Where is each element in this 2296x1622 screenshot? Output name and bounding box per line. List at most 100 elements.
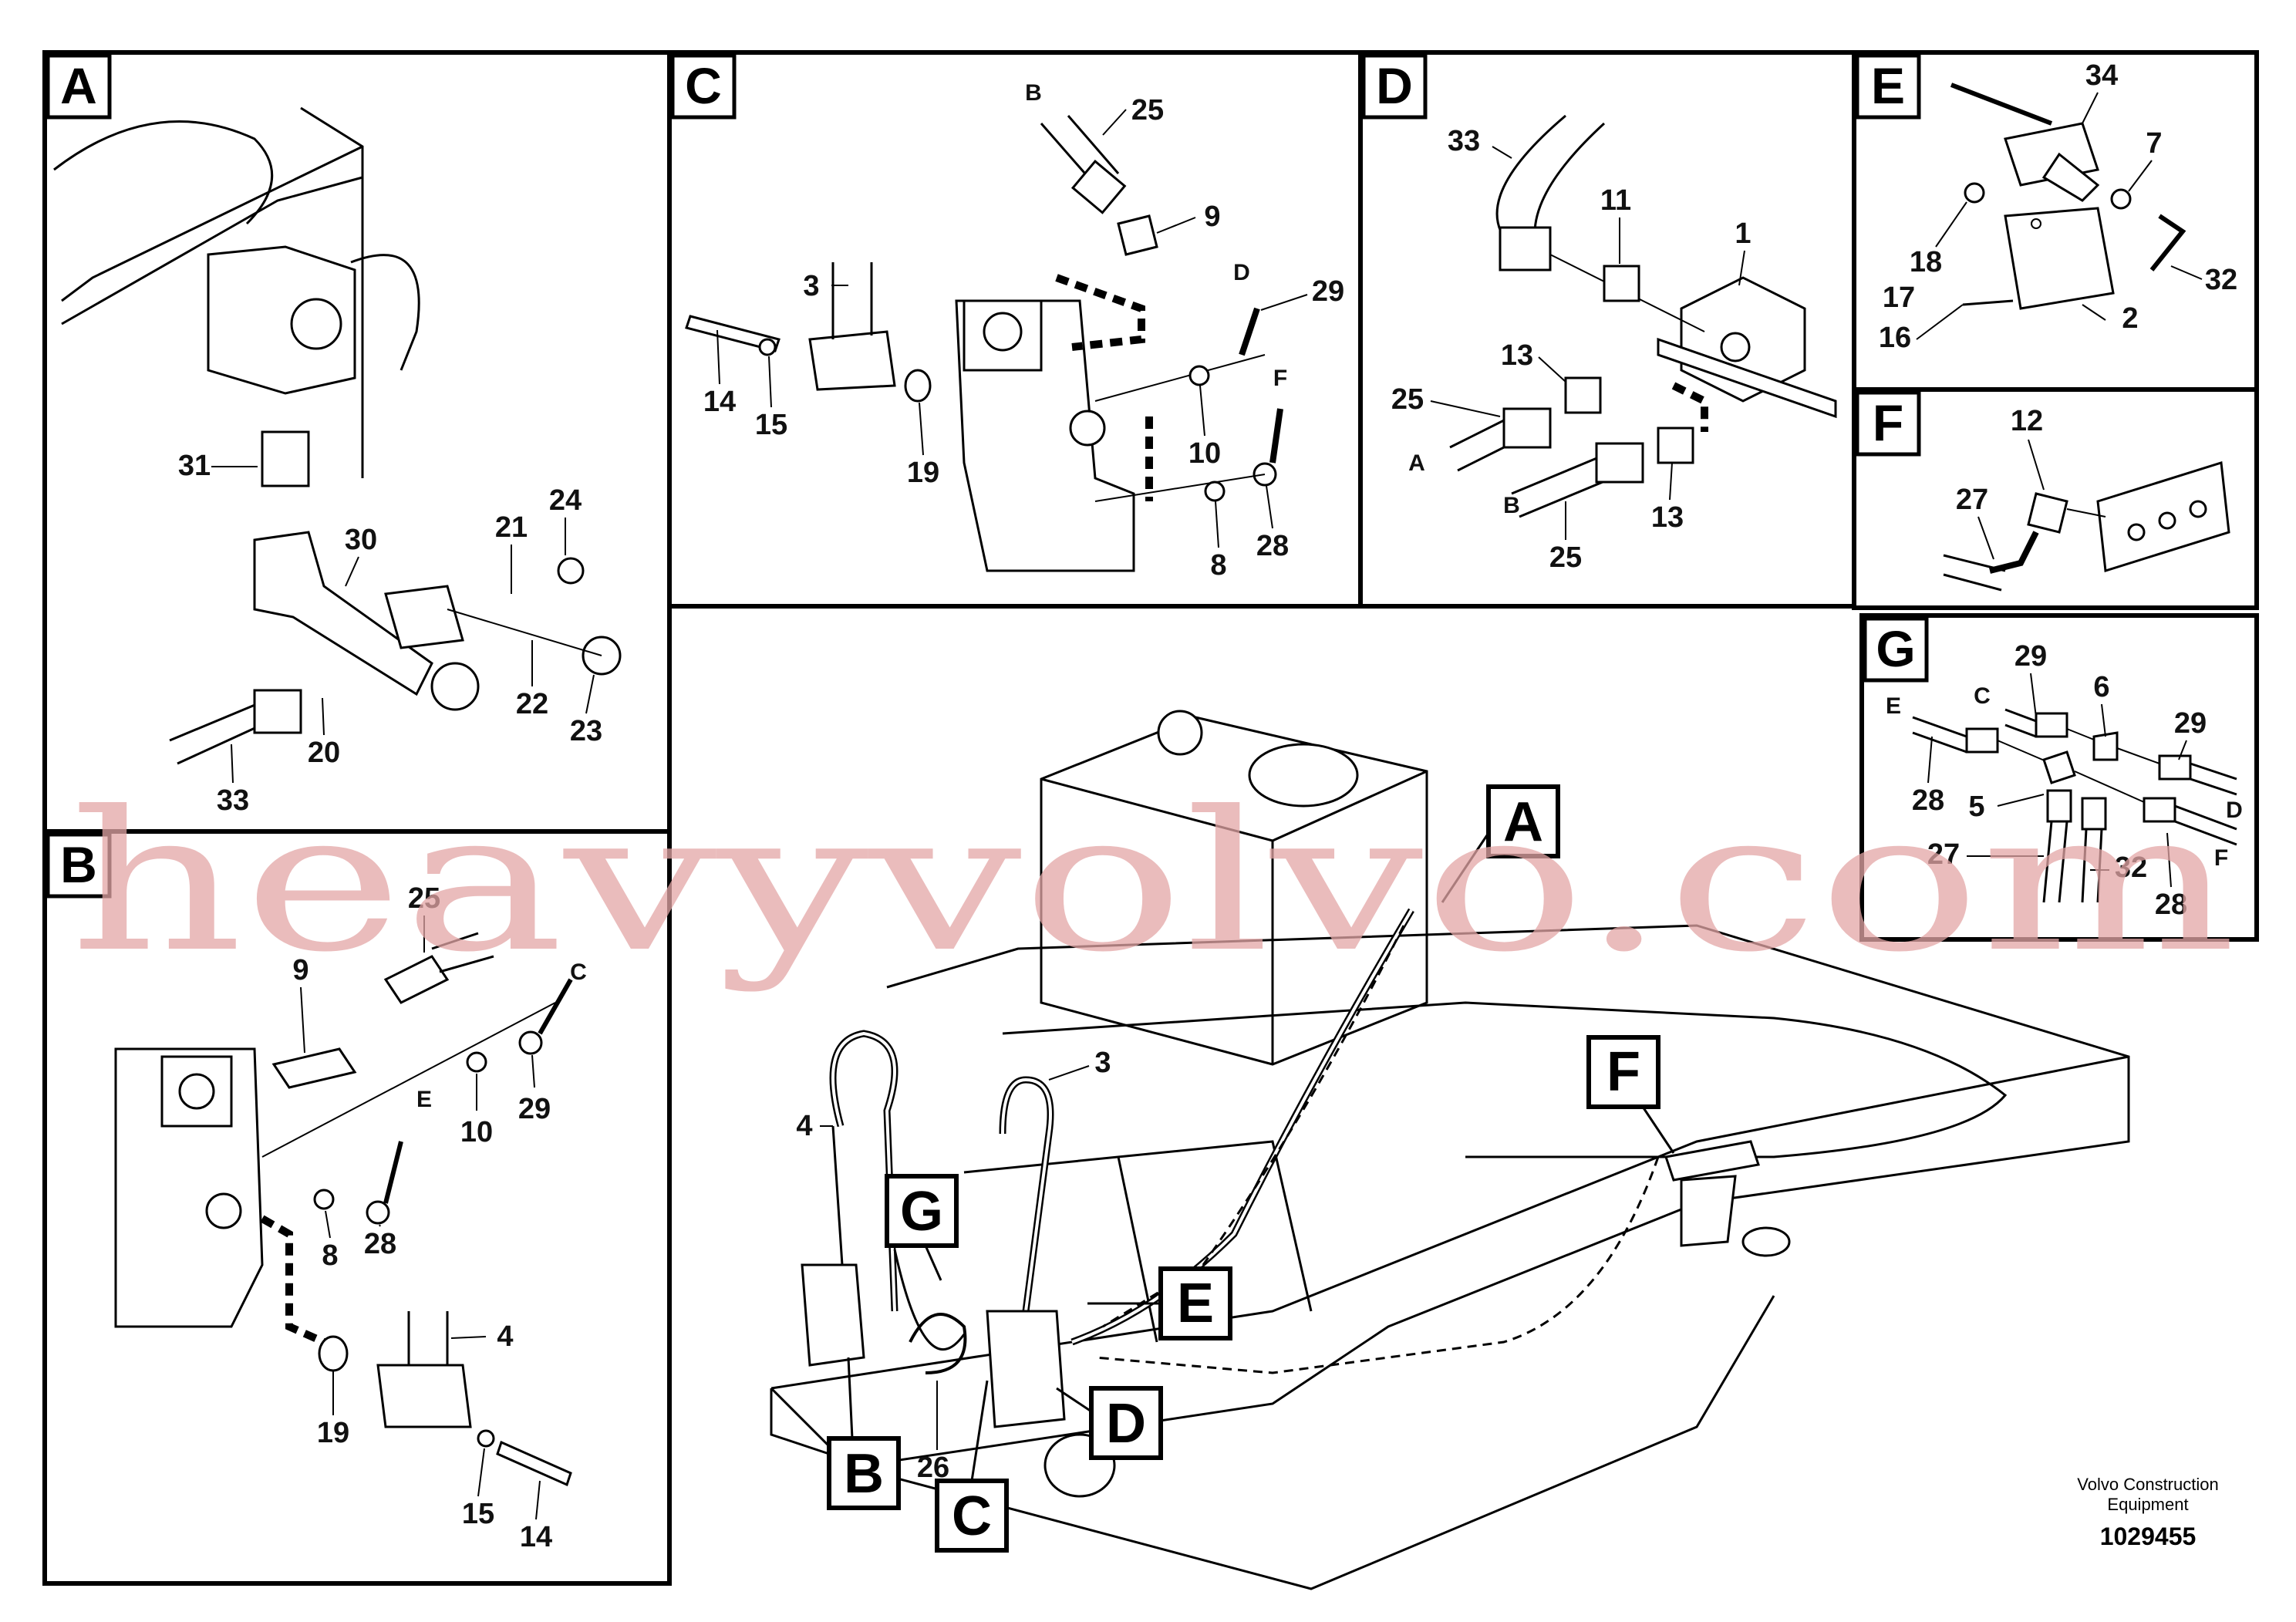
callout-letter: B	[844, 1443, 884, 1505]
part-label: 10	[460, 1116, 493, 1148]
part-label: 30	[345, 524, 377, 556]
part-label: 27	[1927, 838, 1960, 871]
panel-a-labels: 31 30 21 24 22 23 20 33	[178, 450, 602, 817]
part-label: 3	[1094, 1047, 1111, 1079]
part-label: 29	[518, 1093, 551, 1125]
panel-c-labels: B 25 9 3 D 29 14 15 19 F 10 8 28	[703, 80, 1344, 582]
part-label: 28	[1256, 530, 1289, 562]
panel-d-labels: 33 11 1 13 25 A B 13 25	[1391, 125, 1752, 574]
main-view	[770, 710, 2130, 1590]
part-label: 11	[1600, 184, 1631, 217]
panel-g-labels: 29 C 6 E 29 28 5 D 27 32 F 28	[1886, 640, 2243, 921]
panel-f: F	[1852, 387, 2259, 610]
part-label: 4	[497, 1320, 513, 1353]
part-label: 21	[495, 511, 528, 544]
hose-end-label: F	[1273, 366, 1287, 391]
part-label: 17	[1883, 282, 1915, 314]
part-label: 3	[803, 270, 819, 302]
hose-end-label: C	[570, 959, 587, 985]
hose-end-label: A	[1408, 450, 1425, 476]
part-label: 33	[217, 784, 249, 817]
part-label: 34	[2085, 59, 2118, 92]
part-label: 25	[1131, 94, 1164, 126]
part-label: 12	[2011, 405, 2043, 437]
panel-b: B	[42, 829, 672, 1586]
hose-end-label: F	[2214, 845, 2228, 871]
part-label: 8	[1210, 549, 1226, 582]
part-label: 13	[1501, 339, 1533, 372]
panel-letter: B	[60, 836, 97, 893]
panel-g: G	[1859, 613, 2259, 942]
watermark-text: heavyvolvo.com	[69, 770, 2237, 994]
panel-e-labels: 34 7 18 32 17 2 16	[1879, 59, 2237, 354]
hose-end-label: E	[416, 1087, 432, 1112]
part-label: 29	[2174, 707, 2207, 740]
part-label: 29	[2014, 640, 2047, 673]
part-label: 26	[917, 1452, 949, 1484]
part-label: 32	[2205, 264, 2237, 296]
part-label: 14	[520, 1521, 552, 1553]
part-label: 15	[755, 409, 787, 441]
part-label: 31	[178, 450, 211, 482]
part-label: 27	[1956, 484, 1988, 516]
part-label: 7	[2146, 127, 2162, 160]
part-label: 25	[1391, 383, 1424, 416]
part-label: 25	[408, 882, 440, 915]
part-label: 29	[1312, 275, 1344, 308]
part-label: 15	[462, 1498, 494, 1530]
footer: Volvo Construction Equipment 1029455	[2077, 1475, 2218, 1550]
part-label: 23	[570, 715, 602, 747]
part-label: 4	[796, 1110, 812, 1142]
hose-end-label: D	[1233, 260, 1250, 285]
hose-end-label: B	[1503, 493, 1520, 518]
panel-letter: A	[60, 57, 97, 114]
part-label: 19	[907, 457, 939, 489]
callout-letter: E	[1177, 1273, 1214, 1334]
part-label: 10	[1188, 437, 1221, 470]
panel-letter: F	[1873, 394, 1903, 451]
panel-f-labels: 12 27	[1956, 405, 2045, 560]
panel-letter: E	[1871, 57, 1905, 114]
main-callouts: A F G E D B C 4 3 26	[796, 784, 1675, 1553]
callout-letter: A	[1503, 791, 1543, 853]
part-label: 2	[2122, 302, 2138, 335]
part-label: 13	[1651, 501, 1684, 534]
part-label: 33	[1448, 125, 1480, 157]
part-label: 28	[364, 1228, 396, 1260]
part-label: 9	[1204, 201, 1220, 233]
part-label: 22	[516, 688, 548, 720]
part-label: 14	[703, 386, 736, 418]
drawing-number: 1029455	[2100, 1523, 2197, 1550]
part-label: 25	[1549, 541, 1582, 574]
panel-letter: D	[1376, 57, 1413, 114]
part-label: 5	[1968, 791, 1984, 823]
panel-d: D	[1358, 50, 1856, 609]
callout-letter: G	[900, 1181, 943, 1243]
part-label: 19	[317, 1417, 349, 1449]
part-label: 28	[2155, 889, 2187, 921]
part-label: 1	[1735, 218, 1751, 250]
panel-letter: G	[1876, 620, 1915, 677]
panel-b-labels: 25 9 C 10 29 E 8 28 4 19 15 14	[292, 882, 586, 1553]
callout-letter: C	[952, 1485, 992, 1547]
hose-end-label: B	[1025, 80, 1042, 106]
hose-end-label: C	[1974, 683, 1991, 709]
panel-c: C	[667, 50, 1363, 609]
part-label: 18	[1910, 246, 1942, 278]
panel-a: A	[42, 50, 672, 834]
part-label: 20	[308, 737, 340, 769]
company-name-line1: Volvo Construction	[2077, 1475, 2218, 1494]
panel-e: E	[1852, 50, 2259, 392]
hose-end-label: D	[2226, 798, 2243, 823]
part-label: 6	[2093, 671, 2109, 703]
part-label: 16	[1879, 322, 1911, 354]
part-label: 24	[549, 484, 582, 517]
panel-letter: C	[685, 57, 722, 114]
callout-letter: F	[1607, 1041, 1640, 1103]
part-label: 8	[322, 1239, 338, 1272]
part-label: 32	[2115, 851, 2147, 884]
hose-end-label: E	[1886, 693, 1901, 719]
callout-letter: D	[1106, 1393, 1146, 1455]
part-label: 28	[1912, 784, 1944, 817]
